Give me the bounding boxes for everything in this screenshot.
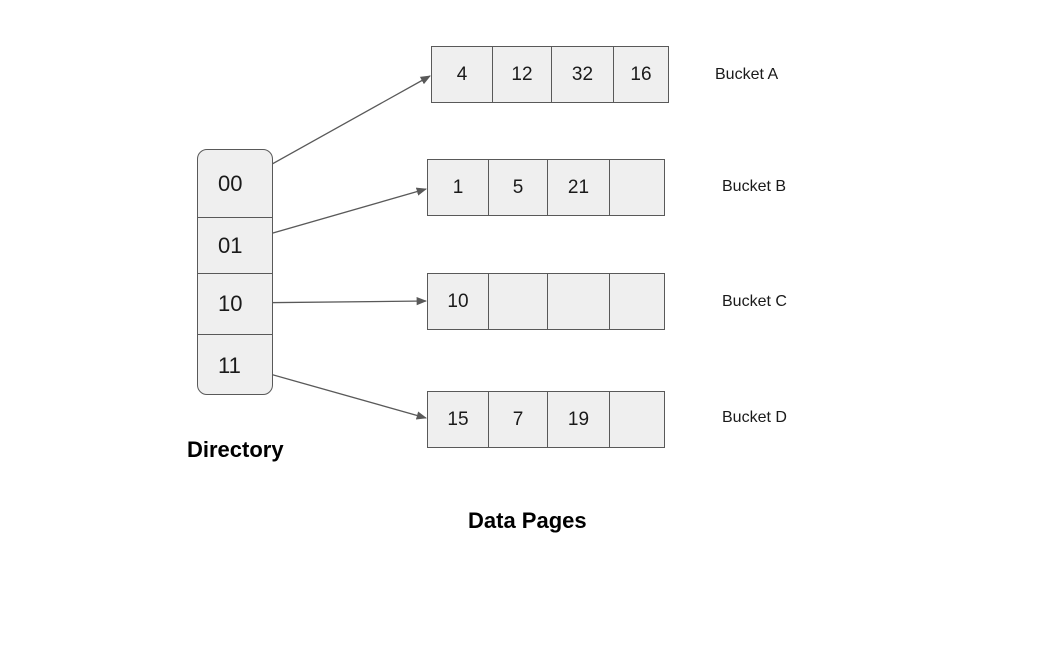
directory-entry-label: 11 — [218, 352, 241, 378]
bucket-slot: 5 — [488, 160, 547, 215]
bucket-slot — [609, 160, 664, 215]
bucket-slot: 32 — [551, 47, 613, 102]
bucket-slot: 16 — [613, 47, 668, 102]
directory-box: 00 01 10 11 — [197, 149, 273, 395]
bucket-c: 10 — [427, 273, 665, 330]
directory-entry-label: 10 — [218, 291, 243, 316]
bucket-c-label: Bucket C — [722, 293, 787, 310]
bucket-slot: 15 — [447, 408, 469, 430]
bucket-slot: 4 — [456, 63, 468, 85]
bucket-d: 15 7 19 — [427, 391, 665, 448]
data-pages-title: Data Pages — [468, 508, 587, 533]
bucket-slot: 12 — [492, 47, 551, 102]
bucket-slot: 19 — [547, 392, 609, 447]
directory-entry-label: 00 — [218, 170, 243, 196]
bucket-slot — [488, 274, 547, 329]
bucket-b: 1 5 21 — [427, 159, 665, 216]
bucket-slot: 7 — [488, 392, 547, 447]
bucket-a-label: Bucket A — [715, 66, 779, 83]
directory-entry-label: 01 — [218, 232, 243, 258]
directory-entry-10: 10 — [198, 273, 272, 334]
bucket-slot: 10 — [447, 290, 469, 312]
bucket-slot — [547, 274, 609, 329]
bucket-slot — [609, 274, 664, 329]
bucket-a: 4 12 32 16 — [431, 46, 669, 103]
bucket-d-label: Bucket D — [722, 409, 787, 426]
bucket-slot — [609, 392, 664, 447]
directory-entry-00: 00 — [198, 150, 272, 217]
directory-title: Directory — [187, 437, 284, 462]
directory-entry-01: 01 — [198, 217, 272, 273]
directory-entry-11: 11 — [198, 334, 272, 394]
bucket-b-label: Bucket B — [722, 178, 787, 195]
bucket-slot: 21 — [547, 160, 609, 215]
bucket-slot: 1 — [452, 176, 464, 198]
